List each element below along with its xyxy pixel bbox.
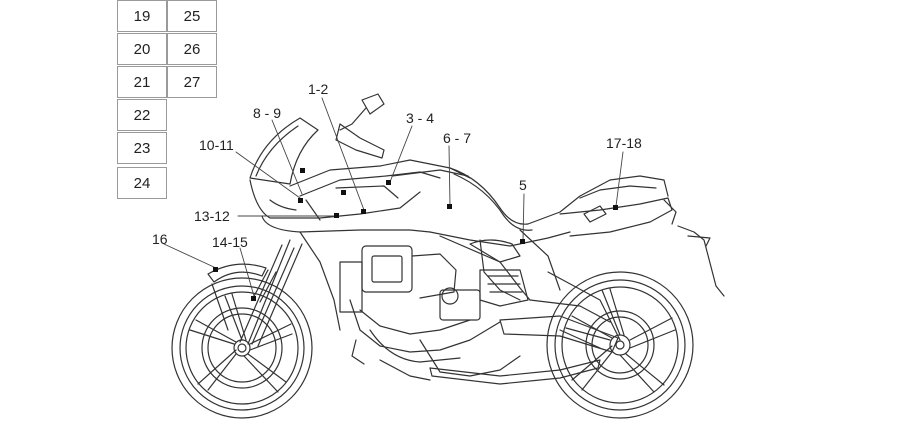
rear-wheel — [546, 271, 694, 419]
callout-1-2: 1-2 — [308, 81, 329, 97]
callout-10-11: 10-11 — [199, 137, 234, 153]
callout-5: 5 — [519, 177, 527, 193]
decal-marker — [334, 213, 339, 218]
decal-marker — [300, 168, 305, 173]
callout-16: 16 — [152, 231, 168, 247]
decal-marker — [520, 239, 525, 244]
decal-marker — [298, 198, 303, 203]
callout-8-9: 8 - 9 — [253, 105, 282, 121]
ref-box-22: 22 — [117, 99, 167, 131]
mirror — [335, 93, 385, 159]
decal-marker — [213, 267, 218, 272]
callout-6-7: 6 - 7 — [443, 130, 472, 146]
ref-box-24: 24 — [117, 167, 167, 199]
ref-box-27: 27 — [167, 66, 217, 98]
callout-3-4: 3 - 4 — [406, 110, 435, 126]
windscreen — [249, 117, 319, 185]
front-fender — [207, 263, 267, 283]
decal-marker — [447, 204, 452, 209]
ref-box-23: 23 — [117, 132, 167, 164]
ref-box-21: 21 — [117, 66, 167, 98]
seat — [449, 167, 669, 231]
front-wheel — [171, 277, 313, 419]
ref-box-19: 19 — [117, 0, 167, 32]
decal-marker — [613, 205, 618, 210]
callout-14-15: 14-15 — [212, 234, 248, 250]
ref-box-25: 25 — [167, 0, 217, 32]
exhaust — [429, 359, 601, 385]
leader-lines — [163, 97, 624, 297]
frame — [299, 229, 621, 341]
callout-13-12: 13-12 — [194, 208, 230, 224]
ref-box-20: 20 — [117, 33, 167, 65]
fairing — [249, 159, 471, 233]
decal-marker — [341, 190, 346, 195]
tail — [559, 197, 725, 297]
ref-box-26: 26 — [167, 33, 217, 65]
decal-marker — [361, 209, 366, 214]
decal-marker — [386, 180, 391, 185]
decal-marker — [251, 296, 256, 301]
engine — [339, 245, 529, 381]
swingarm — [499, 315, 619, 353]
callout-17-18: 17-18 — [606, 135, 642, 151]
front-fork — [239, 239, 303, 347]
